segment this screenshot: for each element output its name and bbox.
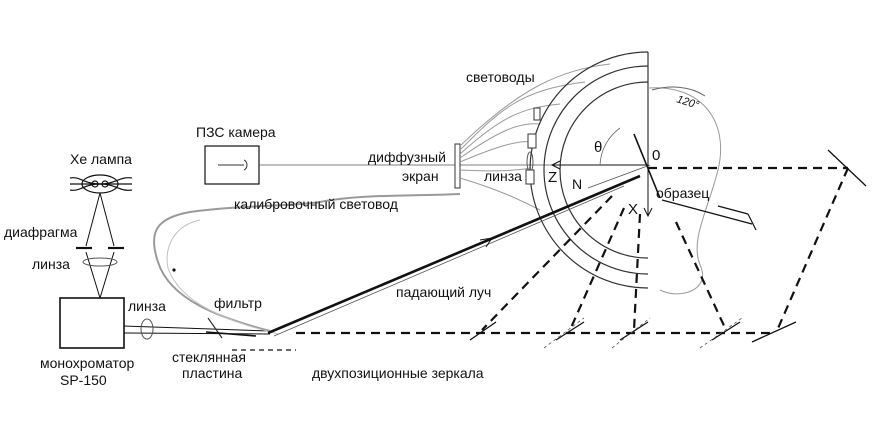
two-position-mirrors bbox=[469, 149, 867, 343]
filter-icon bbox=[207, 317, 223, 339]
theta-arc-icon bbox=[599, 127, 621, 166]
sample-rotation-circle bbox=[647, 87, 722, 295]
diaphragm-label: диафрагма bbox=[4, 224, 78, 240]
origin-label: 0 bbox=[652, 147, 660, 164]
z-axis-label: Z bbox=[548, 169, 557, 186]
normal-line bbox=[587, 164, 651, 189]
theta-label: θ bbox=[594, 139, 602, 156]
sample-holder bbox=[661, 199, 757, 231]
monochromator-label: монохроматор bbox=[40, 355, 134, 371]
diffuse-screen-icon bbox=[454, 143, 461, 189]
angle-120-arc bbox=[651, 86, 706, 97]
lens-bottom-icon bbox=[140, 318, 154, 340]
incident-beam-arrow-icon bbox=[479, 237, 494, 248]
calibration-lightguide-shape bbox=[153, 193, 461, 332]
sample-label: образец bbox=[656, 185, 709, 201]
glass-plate-icon bbox=[205, 331, 257, 337]
ccd-camera-label: ПЗС камера bbox=[196, 124, 276, 140]
incident-beam-label: падающий луч bbox=[396, 284, 491, 300]
arc-detectors bbox=[525, 107, 541, 185]
mono-output-beam bbox=[123, 325, 271, 335]
ccd-camera-lens-icon bbox=[218, 159, 248, 171]
monochromator-model-label: SP-150 bbox=[60, 372, 107, 388]
xe-lamp-label: Хе лампа bbox=[70, 151, 132, 167]
glass-plate-label-2: пластина bbox=[182, 365, 243, 381]
diffuse-screen-label-2: экран bbox=[402, 168, 439, 184]
calibration-lightguide-inner bbox=[166, 219, 279, 335]
lens-bottom-label: линза bbox=[128, 298, 166, 314]
diffuse-screen-label-1: диффузный bbox=[368, 149, 446, 165]
filter-label: фильтр bbox=[214, 295, 262, 311]
lens-left-icon bbox=[82, 257, 118, 267]
reflected-beams bbox=[296, 166, 850, 335]
glass-plate-label-1: стеклянная bbox=[172, 349, 246, 365]
light-guides-label: световоды bbox=[466, 69, 535, 85]
calibration-lightguide-label: калибровочный световод bbox=[234, 196, 398, 212]
monochromator-box bbox=[59, 297, 125, 349]
two-position-mirrors-alt bbox=[543, 317, 743, 349]
incident-beam bbox=[267, 174, 641, 335]
n-axis-label: N bbox=[572, 176, 582, 192]
x-axis-arrow bbox=[643, 165, 653, 218]
angle-120-label: 120° bbox=[675, 93, 701, 112]
x-axis-label: X bbox=[628, 201, 638, 218]
lamp-beam bbox=[85, 192, 115, 299]
two-position-mirrors-label: двухпозиционные зеркала bbox=[312, 365, 484, 381]
xe-lamp-icon bbox=[69, 174, 133, 194]
lens-center-label: линза bbox=[484, 168, 522, 184]
lens-left-label: линза bbox=[32, 256, 70, 272]
